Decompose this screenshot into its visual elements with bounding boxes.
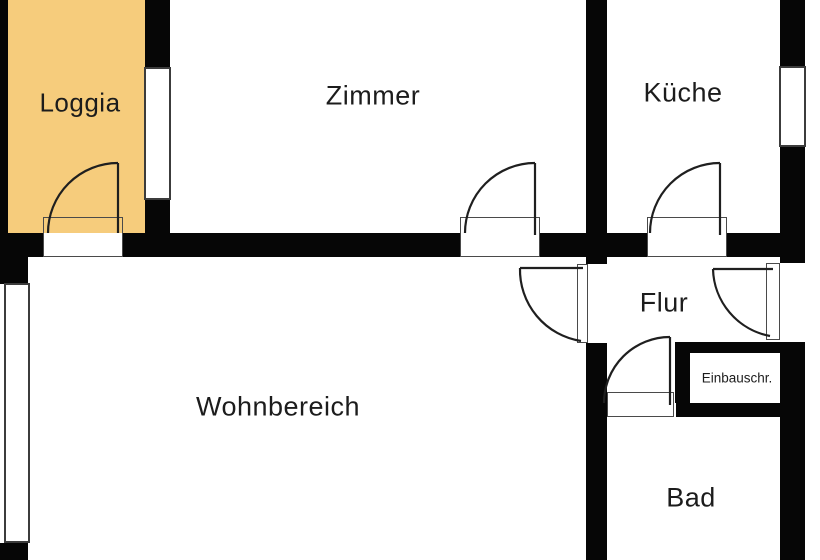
door-frame-loggia (43, 217, 123, 257)
wall-wohnbereich-flur-top (586, 257, 607, 264)
wall-horizontal-d (727, 233, 805, 257)
room-label-bad: Bad (666, 482, 716, 513)
window-kueche-right (779, 66, 806, 147)
wall-left-top (0, 0, 8, 233)
wall-right-upper (780, 0, 805, 67)
window-loggia-zimmer (144, 67, 171, 200)
door-frame-kueche (647, 217, 727, 257)
wall-einbauschrank-top (675, 342, 780, 353)
wall-horizontal-b (123, 233, 460, 257)
wohnbereich-door-arc (518, 267, 582, 343)
entrance-door-arc (711, 268, 771, 338)
room-label-einbauschrank: Einbauschr. (701, 370, 773, 386)
wall-flur-bad-b (676, 403, 805, 417)
door-leaf-wohnbereich (577, 264, 588, 343)
wall-left-bottom-lower (0, 543, 28, 560)
wall-flur-bad-a (586, 403, 604, 417)
room-label-flur: Flur (639, 287, 689, 318)
room-label-kueche: Küche (643, 77, 723, 108)
door-leaf-entrance (766, 263, 780, 340)
room-label-wohnbereich: Wohnbereich (195, 391, 361, 422)
wall-horizontal-a (0, 233, 43, 257)
wall-wohnbereich-bad (586, 343, 607, 560)
wall-right-lower (780, 342, 805, 560)
door-frame-zimmer (460, 217, 540, 257)
wall-zimmer-kueche (586, 0, 607, 257)
wall-horizontal-c (540, 233, 647, 257)
room-label-zimmer: Zimmer (325, 80, 421, 111)
door-frame-bad (607, 392, 674, 417)
window-wohnbereich-left (4, 283, 30, 543)
room-label-loggia: Loggia (39, 87, 121, 118)
wall-left-bottom-upper (0, 257, 28, 284)
wall-einbauschrank-left (675, 342, 690, 403)
